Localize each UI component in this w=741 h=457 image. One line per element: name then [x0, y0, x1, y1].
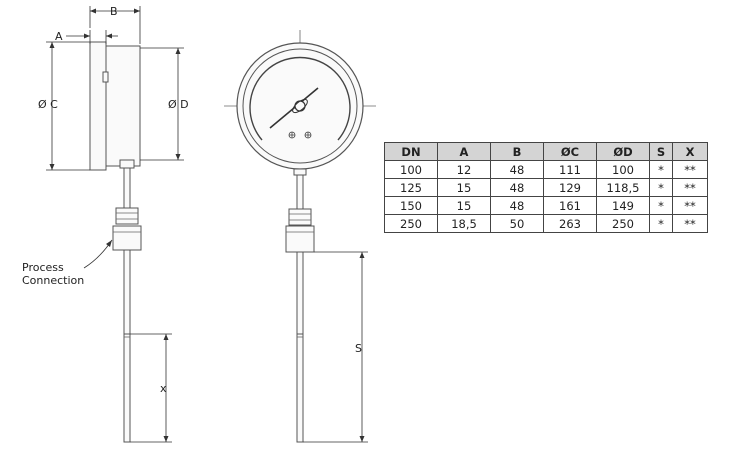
- side-stem: [123, 167, 131, 209]
- table-header-d: ØD: [596, 142, 650, 161]
- dial-hub: [294, 100, 306, 112]
- table-cell: *: [649, 160, 673, 179]
- table-cell: 18,5: [437, 214, 491, 233]
- table-cell: **: [672, 178, 708, 197]
- dim-s-label: S: [355, 342, 362, 355]
- table-cell: 118,5: [596, 178, 650, 197]
- table-header-row: DN A B ØC ØD S X: [384, 142, 708, 161]
- table-header-a: A: [437, 142, 491, 161]
- table-row: 150 15 48 161 149 * **: [384, 196, 708, 215]
- side-case: [105, 45, 141, 167]
- process-label-line2: Connection: [22, 274, 84, 287]
- table-cell: 100: [596, 160, 650, 179]
- table-cell: 12: [437, 160, 491, 179]
- table-cell: *: [649, 196, 673, 215]
- table-cell: 263: [543, 214, 597, 233]
- adjust-screw-right: [304, 131, 312, 139]
- front-bezel-inner: [242, 48, 358, 164]
- side-bezel: [89, 41, 107, 171]
- dim-c-label: Ø C: [38, 98, 58, 111]
- front-thread: [285, 225, 315, 253]
- side-view: A B Ø C Ø D x Process Connection: [22, 5, 189, 443]
- table-cell: 250: [596, 214, 650, 233]
- table-row: 125 15 48 129 118,5 * **: [384, 178, 708, 197]
- table-cell: 15: [437, 196, 491, 215]
- table-header-b: B: [490, 142, 544, 161]
- dimension-table: DN A B ØC ØD S X 100 12 48 111 100 * ** …: [384, 142, 708, 233]
- side-probe-upper: [123, 249, 131, 335]
- table-header-x: X: [672, 142, 708, 161]
- process-label-line1: Process: [22, 261, 64, 274]
- table-cell: 129: [543, 178, 597, 197]
- table-cell: **: [672, 160, 708, 179]
- table-cell: 150: [384, 196, 438, 215]
- table-cell: 50: [490, 214, 544, 233]
- table-cell: 48: [490, 160, 544, 179]
- table-header-dn: DN: [384, 142, 438, 161]
- side-hex-nut: [115, 207, 139, 225]
- table-cell: **: [672, 214, 708, 233]
- front-probe-lower: [296, 333, 304, 443]
- table-cell: *: [649, 178, 673, 197]
- side-thread: [112, 225, 142, 251]
- table-cell: **: [672, 196, 708, 215]
- side-probe-lower: [123, 333, 131, 443]
- table-row: 100 12 48 111 100 * **: [384, 160, 708, 179]
- dim-b-label: B: [110, 5, 118, 18]
- table-cell: 48: [490, 178, 544, 197]
- table-cell: *: [649, 214, 673, 233]
- table-cell: 48: [490, 196, 544, 215]
- table-cell: 111: [543, 160, 597, 179]
- dial-scale-arc: [249, 56, 351, 141]
- table-cell: 100: [384, 160, 438, 179]
- front-probe-upper: [296, 251, 304, 335]
- dim-d-label: Ø D: [168, 98, 189, 111]
- adjust-screw-left: [288, 131, 296, 139]
- dim-a-label: A: [55, 30, 63, 43]
- dim-x-label: x: [160, 382, 167, 395]
- table-cell: 149: [596, 196, 650, 215]
- table-header-s: S: [649, 142, 673, 161]
- side-stud: [102, 71, 109, 83]
- table-cell: 161: [543, 196, 597, 215]
- table-row: 250 18,5 50 263 250 * **: [384, 214, 708, 233]
- table-cell: 125: [384, 178, 438, 197]
- table-cell: 250: [384, 214, 438, 233]
- front-view: S: [224, 30, 376, 443]
- dial-pointer: [269, 87, 319, 129]
- table-header-c: ØC: [543, 142, 597, 161]
- front-hex-nut: [288, 208, 312, 226]
- side-stem-base: [119, 159, 135, 169]
- table-cell: 15: [437, 178, 491, 197]
